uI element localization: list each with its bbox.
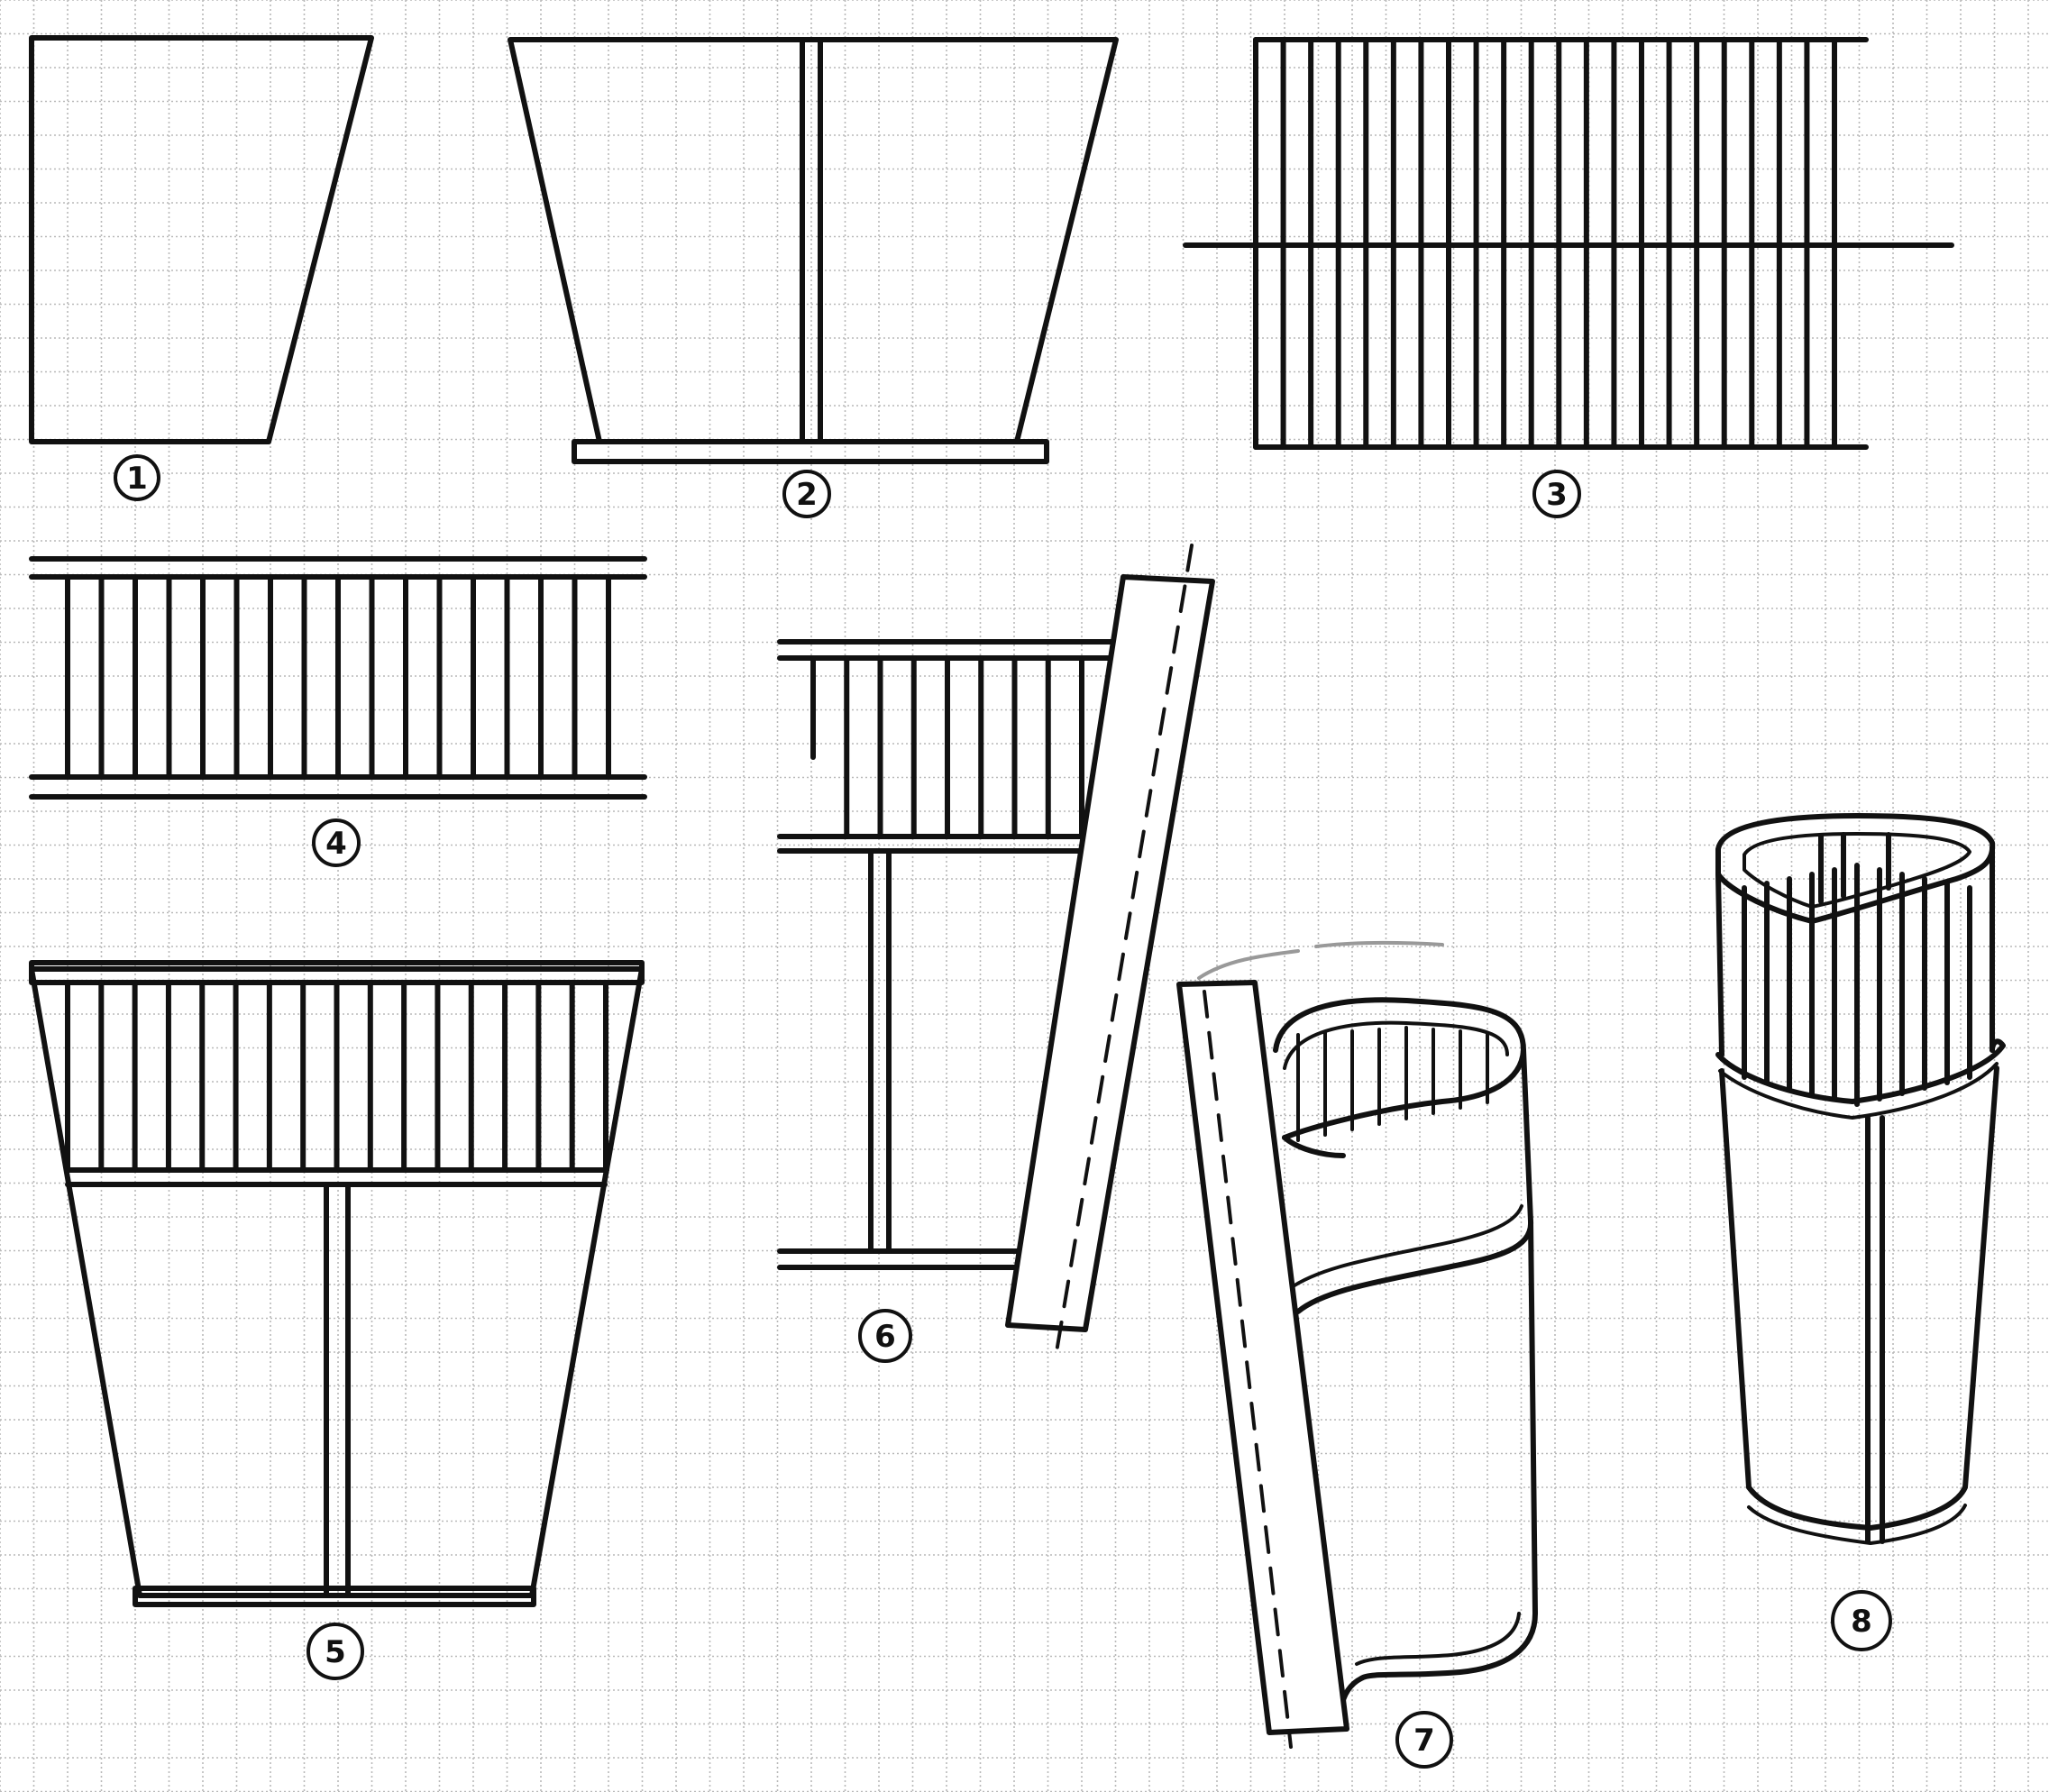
step-7-rim-inner [1283,1020,1509,1070]
step-7-mid-band-inner [1287,1204,1523,1291]
step-4-number: 4 [325,826,347,862]
step-5-badge: 5 [306,1623,364,1680]
step-7-stripes [1296,1026,1489,1142]
step-1-circle [114,454,160,501]
step-3-circle [1532,470,1581,518]
step-1-trapezoid [29,35,374,444]
step-5-stripes [65,980,608,1173]
step-8-top-rim-outer [1715,813,1996,924]
step-7-panel [1176,940,1538,1749]
step-3-number: 3 [1546,477,1568,513]
step-5-base-band [133,1586,536,1607]
step-7-sketch-marks [1197,940,1444,980]
step-2-badge: 2 [782,470,831,518]
step-8-top-rim-inner [1743,832,1971,909]
step-6-tilted-strip [1005,574,1215,1332]
step-6-panel [777,544,1215,1354]
step-6-circle [858,1309,912,1363]
step-8-badge: 8 [1831,1590,1892,1651]
step-4-badge: 4 [312,818,361,867]
step-5-number: 5 [325,1634,346,1670]
step-8-circle [1831,1590,1892,1651]
step-6-stripes [810,655,1084,839]
step-4-circle [312,818,361,867]
step-8-stripes [1742,832,1972,1107]
step-3-badge: 3 [1532,470,1581,518]
step-2-number: 2 [796,477,818,513]
step-1-panel [29,35,374,444]
step-7-badge: 7 [1395,1711,1453,1769]
step-8-panel [1715,813,2006,1545]
step-3-panel [1183,37,1954,450]
step-8-mid-band-inner [1718,1062,1999,1120]
step-8-side-left [1715,872,1724,1057]
step-2-circle [782,470,831,518]
step-1-badge: 1 [114,454,160,501]
step-7-number: 7 [1413,1723,1435,1759]
step-6-number: 6 [874,1319,896,1355]
step-5-panel [29,960,645,1607]
step-7-base-inner [1355,1612,1521,1666]
step-6-fold-dash [1055,544,1194,1354]
step-5-circle [306,1623,364,1680]
step-1-number: 1 [126,461,148,497]
step-2-trapezoid [508,37,1119,444]
step-3-stripes [1253,37,1837,450]
step-2-panel [508,37,1119,464]
step-2-base-band [572,439,1049,464]
step-8-mid-band-outer [1715,1038,2006,1104]
step-8-number: 8 [1851,1604,1872,1640]
step-7-rim-end [1282,1135,1346,1158]
step-7-mid-band-outer [1295,1047,1534,1314]
step-7-circle [1395,1711,1453,1769]
step-4-panel [29,556,647,800]
step-4-stripes [65,574,611,780]
step-7-fold-dash [1203,990,1293,1749]
step-7-tilted-strip [1176,980,1349,1735]
step-8-base-band [1747,1504,1967,1545]
step-7-tube-body [1339,1219,1538,1711]
step-6-badge: 6 [858,1309,912,1363]
